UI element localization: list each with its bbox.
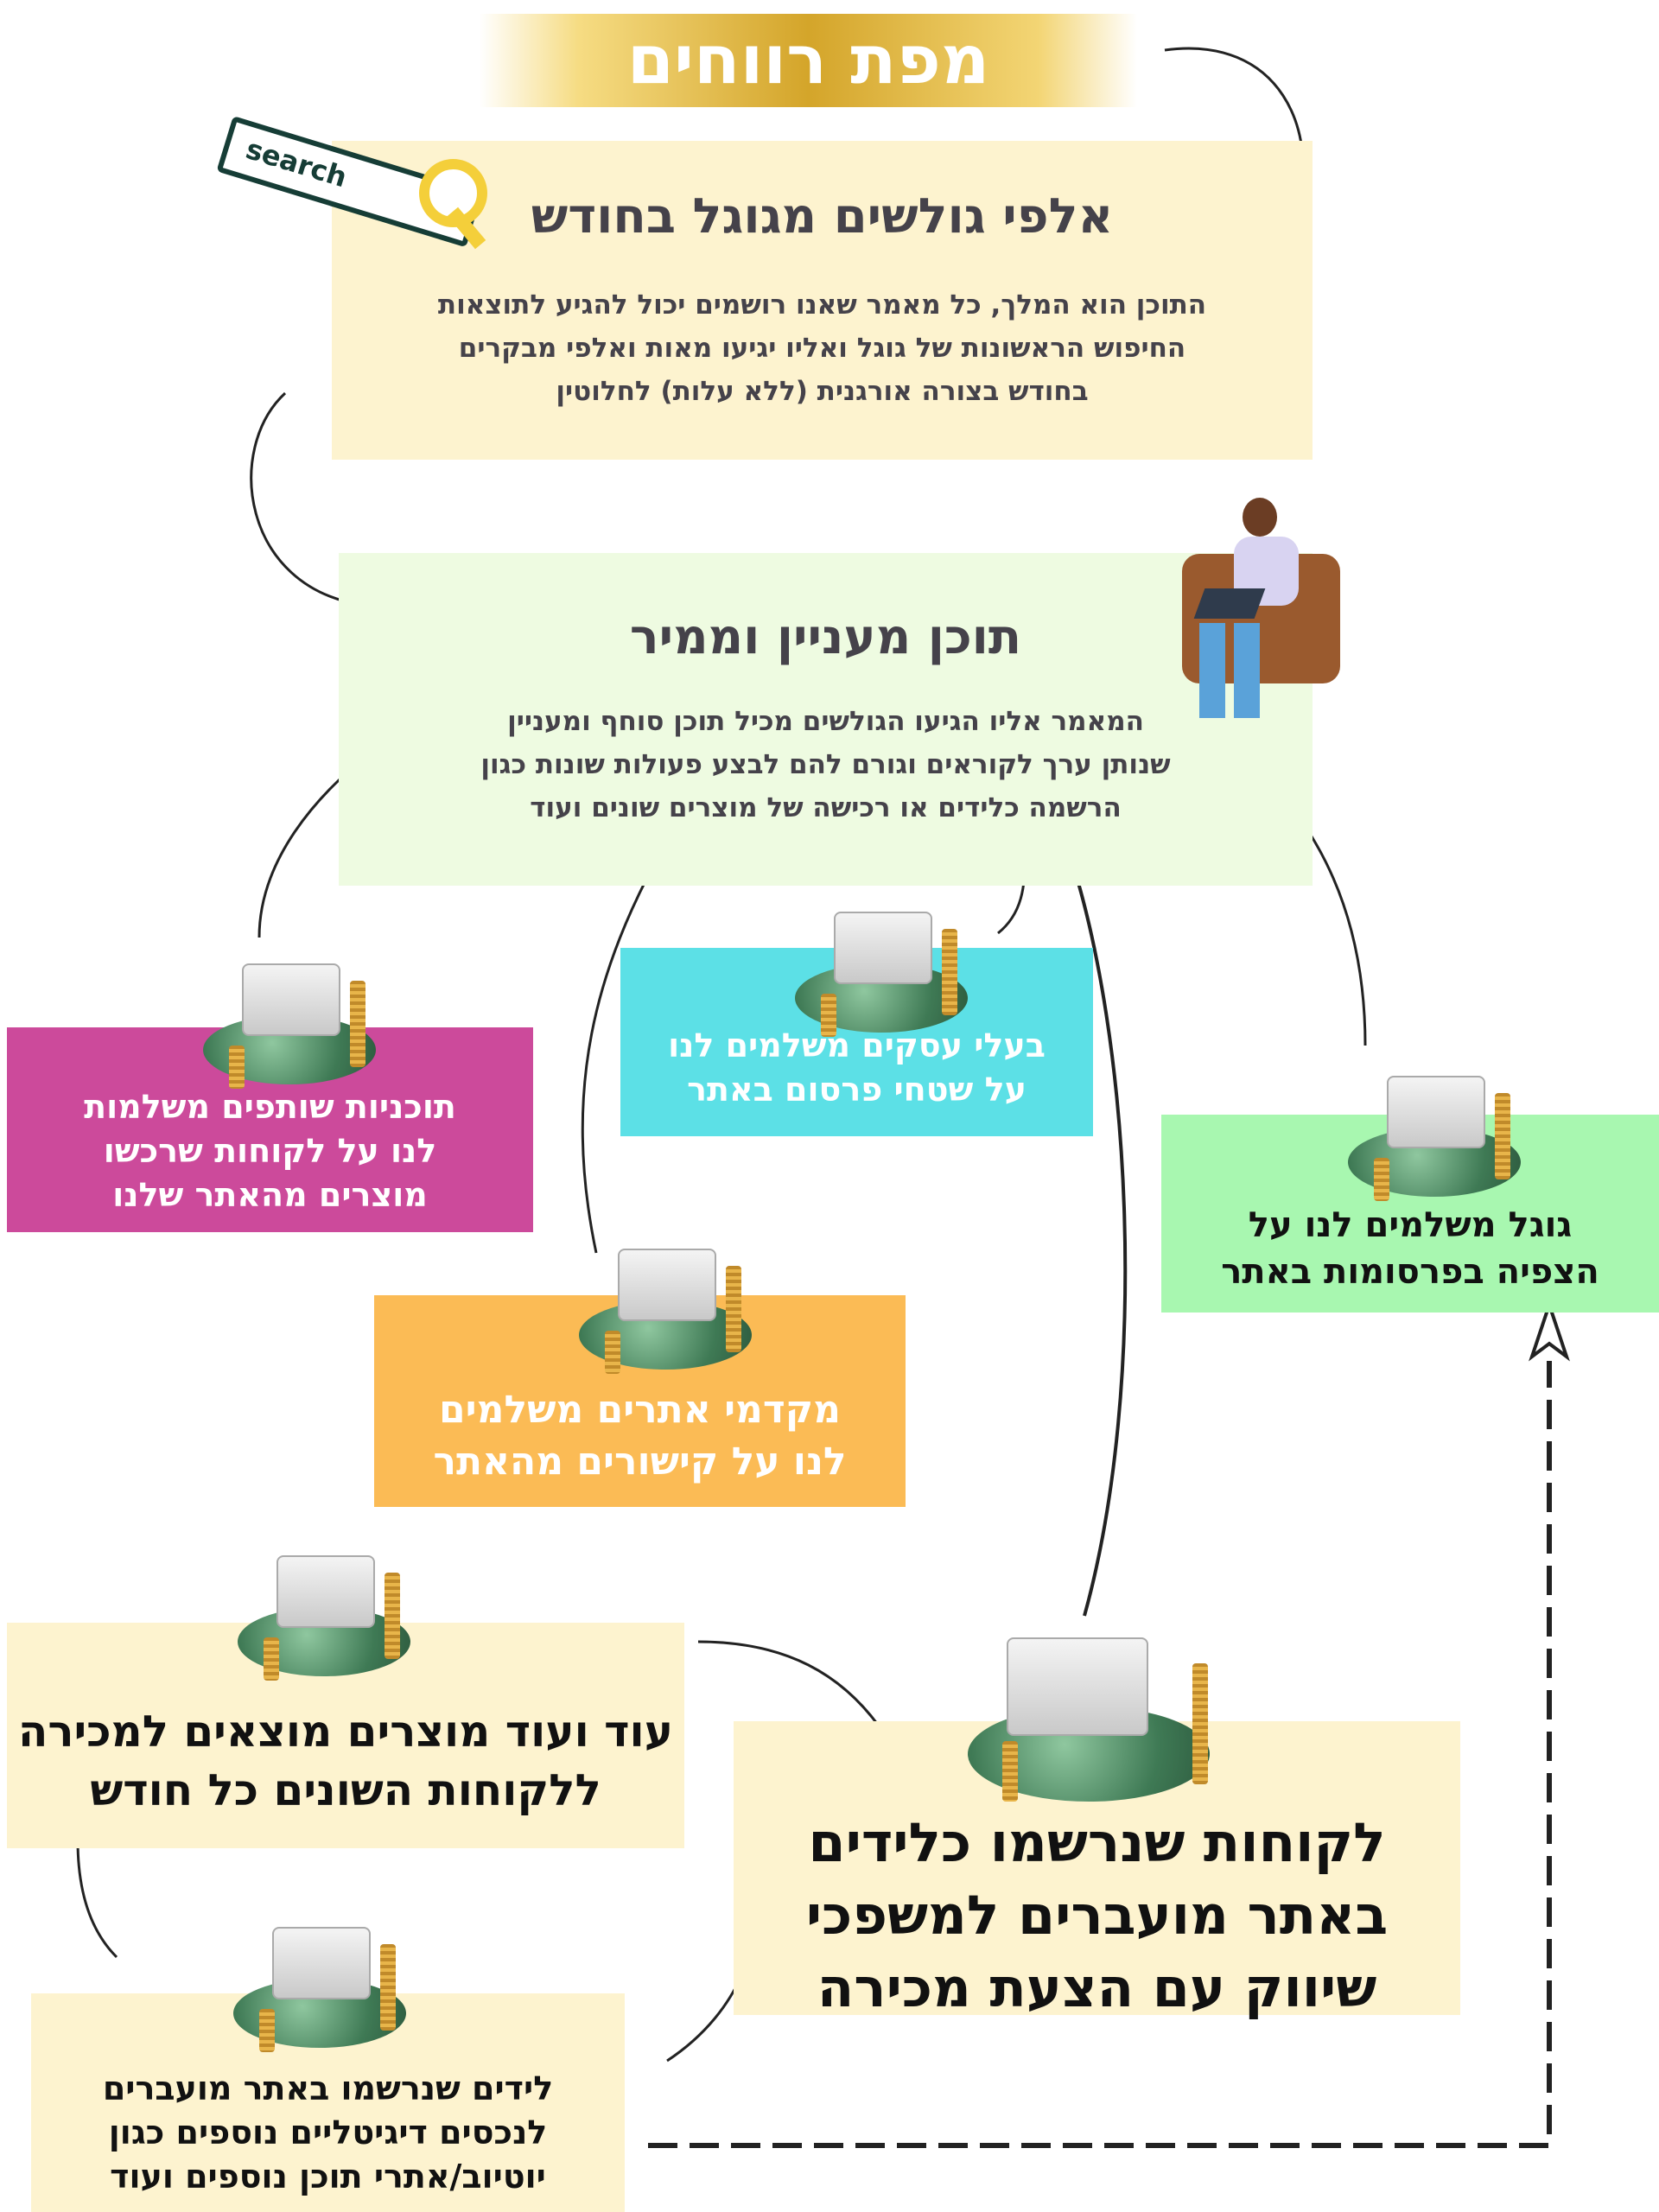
page-title: מפת רווחים (626, 22, 990, 99)
revenue-text: לנו על קישורים מהאתר (433, 1439, 847, 1484)
step-organic-traffic: אלפי גולשים מגוגל בחודש התוכן הוא המלך, … (332, 141, 1313, 460)
revenue-text: באתר מועברים למשפכי (805, 1884, 1389, 1948)
revenue-text: תוכניות שותפים משלמות (84, 1087, 456, 1126)
step-text: המאמר אליו הגיעו הגולשים מכיל תוכן סוחף … (507, 706, 1144, 737)
money-printer-icon (786, 912, 976, 1041)
arrow-more-to-digital (76, 1840, 118, 1959)
money-printer-icon (1339, 1076, 1529, 1205)
person-on-laptop-icon (1182, 493, 1340, 734)
revenue-text: הצפיה בפרסומות באתר (1221, 1251, 1599, 1292)
revenue-text: לקוחות שנרשמו כלידים (808, 1811, 1386, 1875)
step-text: הרשמה כלידים או רכישה של מוצרים שונים וע… (530, 792, 1122, 823)
money-printer-icon (225, 1927, 415, 2056)
step-engaging-content: תוכן מעניין וממיר המאמר אליו הגיעו הגולש… (339, 553, 1313, 886)
revenue-text: מוצרים מהאתר שלנו (112, 1176, 428, 1215)
title-banner: מפת רווחים (480, 14, 1137, 107)
revenue-text: ללקוחות השונים כל חודש (90, 1764, 601, 1815)
revenue-text: על שטחי פרסום באתר (687, 1071, 1027, 1109)
revenue-affiliate: תוכניות שותפים משלמות לנו על לקוחות שרכש… (7, 1027, 533, 1232)
money-printer-icon (959, 1637, 1218, 1810)
step-text: התוכן הוא המלך, כל מאמר שאנו רושמים יכול… (437, 289, 1207, 321)
revenue-site-promoters: מקדמי אתרים משלמים לנו על קישורים מהאתר (374, 1295, 906, 1507)
revenue-text: לנו על לקוחות שרכשו (103, 1131, 437, 1170)
step-heading: אלפי גולשים מגוגל בחודש (531, 188, 1114, 245)
revenue-more-products: עוד ועוד מוצרים מוצאים למכירה ללקוחות הש… (7, 1623, 684, 1848)
step-heading: תוכן מעניין וממיר (629, 609, 1022, 665)
step-text: בחודש בצורה אורגנית (ללא עלות) לחלוטין (556, 375, 1089, 407)
revenue-text: גוגל משלמים לנו על (1248, 1205, 1573, 1245)
revenue-text: לידים שנרשמו באתר מועברים (102, 2069, 554, 2107)
revenue-text: עוד ועוד מוצרים מוצאים למכירה (18, 1707, 673, 1757)
revenue-text: לנכסים דיגיטליים נוספים כגון (108, 2113, 548, 2152)
revenue-text: יוטיוב/אתרי תוכן נוספים ועוד (110, 2158, 546, 2196)
revenue-text: מקדמי אתרים משלמים (439, 1388, 841, 1433)
step-text: שנותן ערך לקוראים וגורם להם לבצע פעולות … (480, 749, 1171, 780)
step-text: החיפוש הראשונות של גוגל ואליו יגיעו מאות… (458, 332, 1186, 364)
money-printer-icon (570, 1249, 760, 1378)
search-icon: search (216, 99, 510, 250)
money-printer-icon (229, 1555, 419, 1685)
money-printer-icon (194, 963, 385, 1093)
revenue-text: בעלי עסקים משלמים לנו (668, 1026, 1046, 1065)
revenue-text: שיווק עם הצעת מכירה (817, 1955, 1377, 2019)
